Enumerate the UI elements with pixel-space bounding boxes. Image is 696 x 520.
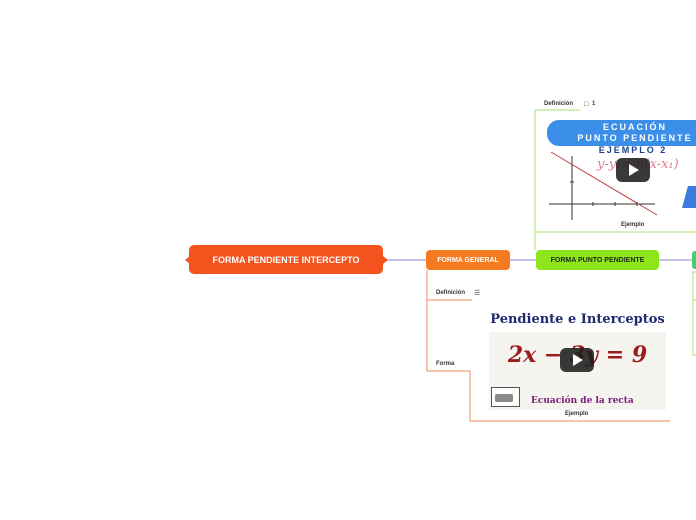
general-ejemplo-label[interactable]: Ejemplo: [565, 411, 589, 417]
video-caption: Ecuación de la recta: [531, 396, 634, 406]
graph-sketch: [549, 151, 658, 220]
root-left-notch: [185, 256, 190, 264]
video-line3: EJEMPLO 2: [598, 145, 668, 155]
next-node-partial[interactable]: [692, 251, 696, 269]
root-node-label: FORMA PENDIENTE INTERCEPTO: [212, 254, 360, 265]
general-forma-line: [426, 300, 670, 422]
notes-icon[interactable]: ☰: [474, 290, 481, 297]
forma-general-node[interactable]: FORMA GENERAL: [426, 250, 510, 270]
punto-definicion-line: [534, 109, 580, 250]
forma-punto-label: FORMA PUNTO PENDIENTE: [550, 256, 645, 264]
root-right-notch: [383, 256, 388, 264]
video-title-bar: [489, 310, 666, 332]
next-branch-line: [692, 271, 696, 356]
video-line1: ECUACIÓN: [602, 122, 667, 132]
general-definicion-label[interactable]: Definición: [436, 290, 466, 296]
pendiente-video-thumbnail[interactable]: Pendiente e Interceptos 2x − 3y = 9 Ecua…: [489, 310, 666, 410]
play-button-icon-2[interactable]: [616, 158, 650, 182]
video-line2: PUNTO PENDIENTE: [577, 133, 693, 143]
general-forma-label[interactable]: Forma: [436, 361, 455, 367]
forma-punto-node[interactable]: FORMA PUNTO PENDIENTE: [536, 250, 659, 270]
comment-icon[interactable]: □: [584, 101, 589, 108]
punto-definicion-label[interactable]: Definición: [544, 101, 574, 107]
comment-count: 1: [592, 101, 596, 107]
root-node[interactable]: FORMA PENDIENTE INTERCEPTO: [189, 245, 383, 274]
video-title: Pendiente e Interceptos: [490, 312, 665, 327]
forma-general-label: FORMA GENERAL: [437, 256, 499, 264]
punto-pendiente-video-thumbnail[interactable]: ECUACIÓN PUNTO PENDIENTE EJEMPLO 2 y-y₁=…: [545, 120, 696, 220]
channel-logo: [491, 387, 520, 407]
video-banner: [547, 120, 696, 146]
play-button-icon[interactable]: [560, 348, 594, 372]
punto-ejemplo-label[interactable]: Ejemplo: [621, 222, 645, 228]
